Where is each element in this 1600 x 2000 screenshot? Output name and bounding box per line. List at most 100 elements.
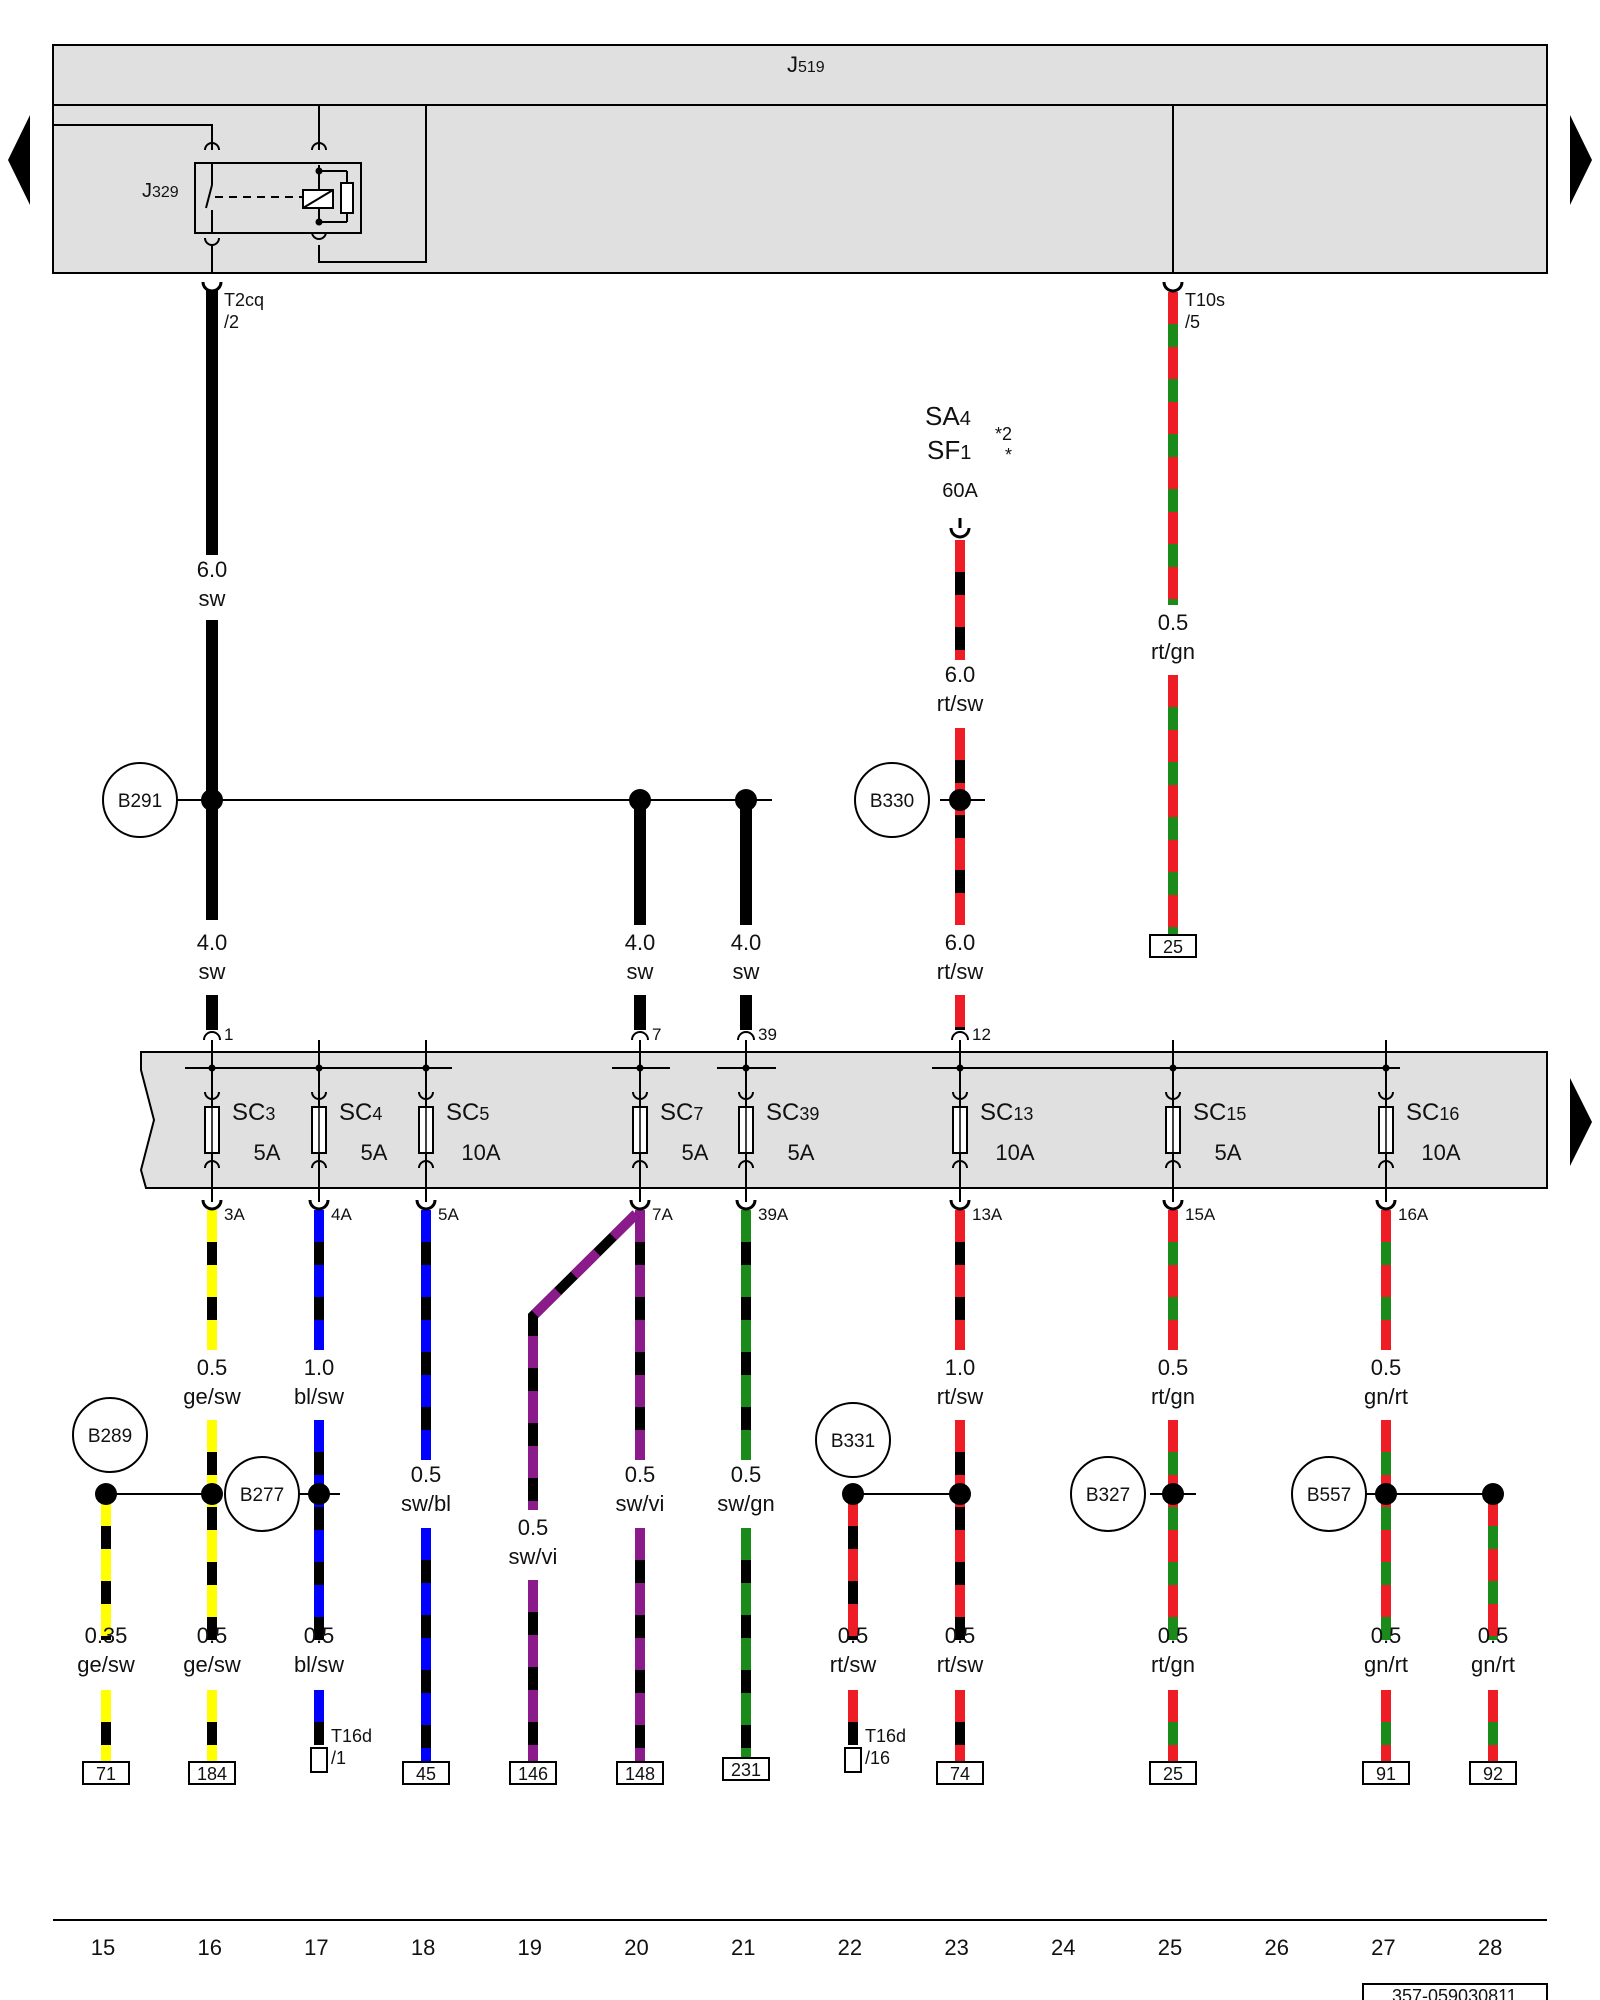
fuse-rating-SC5: 10A	[461, 1140, 500, 1165]
splice-label-B289: B289	[88, 1426, 132, 1447]
junction-b327	[1162, 1483, 1184, 1505]
connector-t16d-16-name: T16d	[865, 1726, 906, 1746]
wire-label-col16-top-size: 6.0	[197, 557, 228, 582]
wire-label-col17-low-color: bl/sw	[294, 1384, 344, 1409]
junction-b289-a	[95, 1483, 117, 1505]
terminal-label: 25	[1163, 1764, 1183, 1784]
track-number-18: 18	[411, 1935, 435, 1960]
splice-circle	[1070, 1456, 1146, 1532]
terminal-box	[1362, 1761, 1410, 1785]
wire-label-col16-bottom-size: 0.5	[197, 1623, 228, 1648]
splice-label-B557: B557	[1307, 1485, 1351, 1506]
page-prev-arrow[interactable]	[8, 115, 30, 205]
labels-layer: T2cq/26.0sw4.0sw4.0sw4.0swSA4*2SF1*60A6.…	[77, 290, 1515, 1768]
wire-label-col25-low-color: rt/gn	[1151, 1384, 1195, 1409]
fuse-name-SC4: SC4	[339, 1099, 382, 1126]
wire-label-col23-mid-color: rt/sw	[937, 959, 984, 984]
terminal-box	[188, 1761, 236, 1785]
junction-b331-b	[949, 1483, 971, 1505]
fuse-cup-bottom	[311, 1160, 327, 1169]
terminal-label: 91	[1376, 1764, 1396, 1784]
relay-j329: J329	[53, 105, 427, 273]
fuse-node	[1382, 1064, 1390, 1072]
wire-label-col19-low-size: 0.5	[518, 1515, 549, 1540]
junction-b330	[949, 789, 971, 811]
wire-label-col25-bottom-size: 0.5	[1158, 1623, 1189, 1648]
junction-b291-b	[629, 789, 651, 811]
fuse-input-label-7: 7	[652, 1025, 661, 1044]
fuse-name-SC7: SC7	[660, 1099, 703, 1126]
wire-label-col21-low-size: 0.5	[731, 1462, 762, 1487]
wire-label-col27-low-size: 0.5	[1371, 1355, 1402, 1380]
fuse-output-label-3A: 3A	[224, 1205, 245, 1224]
track-number-21: 21	[731, 1935, 755, 1960]
wire-label-col17-bottom-color: bl/sw	[294, 1652, 344, 1677]
unit-label: J519	[787, 52, 825, 77]
terminal-box	[936, 1761, 984, 1785]
fuse-output-label-13A: 13A	[972, 1205, 1003, 1224]
document-id: 357-059030811	[1392, 1986, 1517, 2000]
connector-t16d-1-name: T16d	[331, 1726, 372, 1746]
wire-label-col20-mid-color: sw	[627, 959, 654, 984]
terminal-label: 184	[197, 1764, 227, 1784]
input-arc	[631, 1031, 649, 1041]
terminal-box	[509, 1761, 557, 1785]
connector-t2cq-pin: /2	[224, 312, 239, 332]
fuse-cup-top	[1378, 1091, 1394, 1100]
splice-circle	[1291, 1456, 1367, 1532]
fuse-cup-top	[738, 1091, 754, 1100]
terminal-label: 146	[518, 1764, 548, 1784]
page-next-arrow-top[interactable]	[1570, 115, 1592, 205]
main-fuse-rating: 60A	[942, 480, 978, 502]
terminal-label: 92	[1483, 1764, 1503, 1784]
track-number-20: 20	[624, 1935, 648, 1960]
fuse-panel	[139, 1051, 1548, 1189]
splice-label-B327: B327	[1086, 1485, 1130, 1506]
fuse-cup-bottom	[952, 1160, 968, 1169]
connector-cup	[629, 1199, 651, 1211]
fuse-node	[422, 1064, 430, 1072]
wire-label-col25-top-size: 0.5	[1158, 610, 1189, 635]
connector-t16d-16-body	[844, 1747, 862, 1773]
wire-label-col16-low-size: 0.5	[197, 1355, 228, 1380]
wire-label-col28-bottom-size: 0.5	[1478, 1623, 1509, 1648]
terminal-box	[402, 1761, 450, 1785]
track-number-24: 24	[1051, 1935, 1075, 1960]
fuse-output-label-5A: 5A	[438, 1205, 459, 1224]
page-next-arrow-bottom[interactable]	[1570, 1078, 1592, 1166]
wire-label-col16-top-color: sw	[199, 586, 226, 611]
track-number-15: 15	[91, 1935, 115, 1960]
track-number-22: 22	[838, 1935, 862, 1960]
wire-label-col22-low-color: rt/sw	[830, 1652, 877, 1677]
fuse-cup-bottom	[632, 1160, 648, 1169]
fuse-cup-top	[311, 1091, 327, 1100]
connector-t16d-1-body	[310, 1747, 328, 1773]
splice-circle	[72, 1397, 148, 1473]
wire-label-col25-top-color: rt/gn	[1151, 639, 1195, 664]
main-fuse-note1: *2	[995, 424, 1012, 444]
terminal-box	[1149, 1761, 1197, 1785]
connector-cup	[201, 1199, 223, 1211]
wire-label-col15-low-size: 0.35	[85, 1623, 128, 1648]
terminal-label: 71	[96, 1764, 116, 1784]
wire-label-col21-low-color: sw/gn	[717, 1491, 774, 1516]
wire-label-col16-mid-color: sw	[199, 959, 226, 984]
connector-t10s-name: T10s	[1185, 290, 1225, 310]
track-number-26: 26	[1264, 1935, 1288, 1960]
fuse-node	[636, 1064, 644, 1072]
junction-b291-a	[201, 789, 223, 811]
connector-cup	[308, 1199, 330, 1211]
junction-b289-b	[201, 1483, 223, 1505]
track-number-25: 25	[1158, 1935, 1182, 1960]
fuse-output-label-4A: 4A	[331, 1205, 352, 1224]
wire-label-col16-bottom-color: ge/sw	[183, 1652, 241, 1677]
fuse-node	[956, 1064, 964, 1072]
track-number-16: 16	[197, 1935, 221, 1960]
wire-label-col20-low-color: sw/vi	[616, 1491, 665, 1516]
fuse-rating-SC16: 10A	[1421, 1140, 1460, 1165]
fuse-rating-SC4: 5A	[361, 1140, 388, 1165]
wire-label-col17-bottom-size: 0.5	[304, 1623, 335, 1648]
wire-label-col19-low-color: sw/vi	[509, 1544, 558, 1569]
terminal-box	[1149, 934, 1197, 958]
